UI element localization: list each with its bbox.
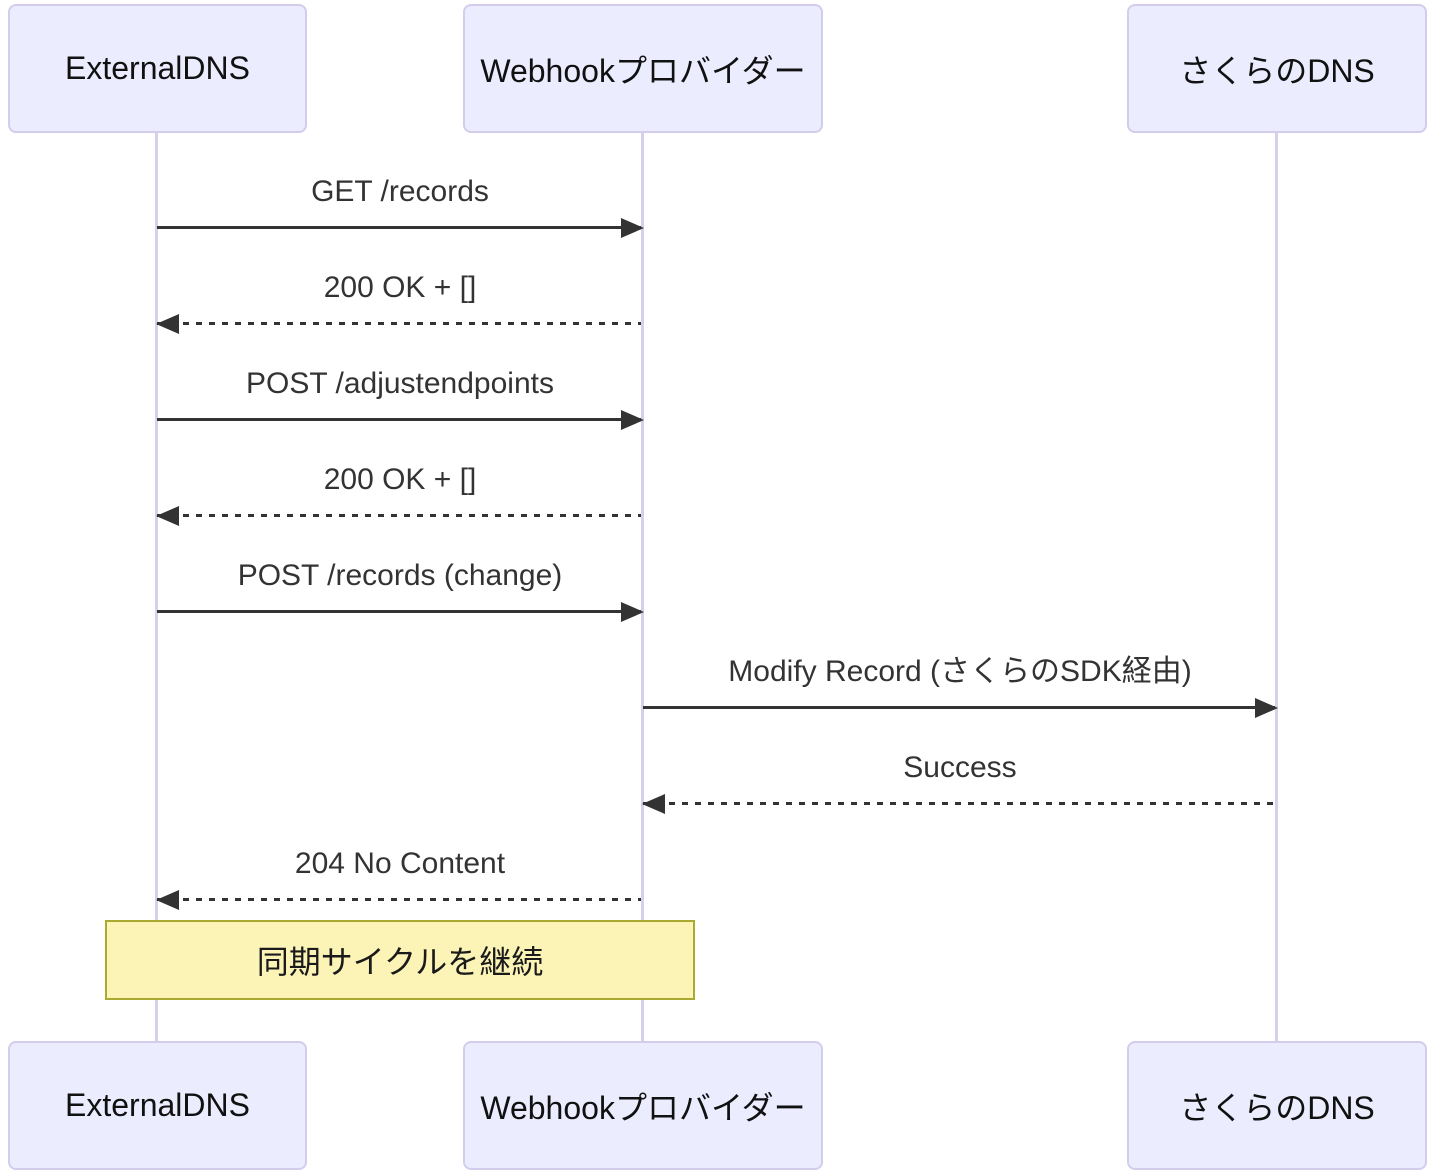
actor-label: さくらのDNS: [1179, 52, 1375, 89]
arrowhead-left-icon: [642, 794, 665, 814]
message-200-ok-2: 200 OK + []: [156, 458, 643, 526]
actor-bottom-sakura-dns: さくらのDNS: [1127, 1041, 1427, 1170]
arrow-line: [157, 610, 641, 613]
message-200-ok-1: 200 OK + []: [156, 266, 643, 334]
message-label: GET /records: [311, 175, 489, 208]
actor-label: ExternalDNS: [65, 1087, 250, 1123]
message-204-no-content: 204 No Content: [156, 842, 643, 910]
message-label: POST /adjustendpoints: [246, 367, 554, 400]
message-post-adjustendpoints: POST /adjustendpoints: [157, 362, 644, 430]
arrowhead-left-icon: [156, 314, 179, 334]
message-label: Modify Record (さくらのSDK経由): [728, 655, 1192, 688]
arrowhead-right-icon: [621, 410, 644, 430]
note-sync-cycle: 同期サイクルを継続: [105, 920, 695, 1000]
message-arrow: [157, 602, 644, 622]
message-post-records-change: POST /records (change): [157, 554, 644, 622]
actor-bottom-webhook-provider: Webhookプロバイダー: [463, 1041, 823, 1170]
actor-label: ExternalDNS: [65, 50, 250, 86]
message-label: 200 OK + []: [323, 271, 477, 304]
message-success: Success: [642, 746, 1277, 814]
message-arrow: [156, 890, 643, 910]
actor-label: Webhookプロバイダー: [480, 52, 806, 89]
arrowhead-left-icon: [156, 506, 179, 526]
message-label: POST /records (change): [237, 559, 563, 592]
arrow-line: [157, 898, 641, 901]
lifeline-sakura-dns: [1275, 133, 1278, 1041]
arrowhead-left-icon: [156, 890, 179, 910]
note-label: 同期サイクルを継続: [256, 944, 544, 980]
arrow-line: [157, 418, 641, 421]
lifeline-webhook: [641, 133, 644, 1041]
lifeline-externaldns: [155, 133, 158, 1041]
message-label: Success: [903, 751, 1017, 784]
message-arrow: [156, 506, 643, 526]
message-label: 200 OK + []: [323, 463, 477, 496]
message-modify-record: Modify Record (さくらのSDK経由): [643, 650, 1278, 718]
arrowhead-right-icon: [1255, 698, 1278, 718]
arrow-line: [157, 226, 641, 229]
actor-bottom-externaldns: ExternalDNS: [8, 1041, 307, 1170]
message-label: 204 No Content: [294, 847, 506, 880]
actor-label: Webhookプロバイダー: [480, 1089, 806, 1126]
arrow-line: [643, 706, 1275, 709]
actor-top-webhook-provider: Webhookプロバイダー: [463, 4, 823, 133]
arrow-line: [157, 322, 641, 325]
actor-label: さくらのDNS: [1179, 1089, 1375, 1126]
arrow-line: [157, 514, 641, 517]
message-arrow: [643, 698, 1278, 718]
message-arrow: [642, 794, 1277, 814]
message-arrow: [156, 314, 643, 334]
message-arrow: [157, 218, 644, 238]
arrow-line: [643, 802, 1275, 805]
actor-top-externaldns: ExternalDNS: [8, 4, 307, 133]
actor-top-sakura-dns: さくらのDNS: [1127, 4, 1427, 133]
message-get-records: GET /records: [157, 170, 644, 238]
arrowhead-right-icon: [621, 602, 644, 622]
arrowhead-right-icon: [621, 218, 644, 238]
message-arrow: [157, 410, 644, 430]
